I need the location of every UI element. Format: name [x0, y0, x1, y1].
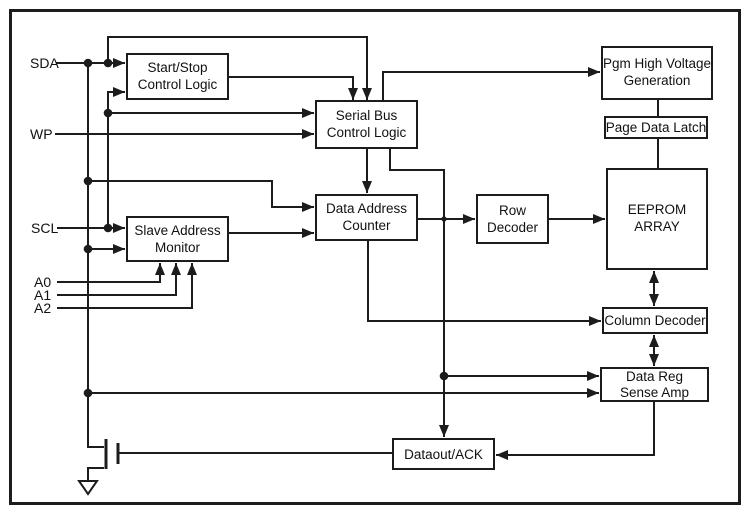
wire-a1-input [57, 263, 181, 296]
junction-dots [83, 58, 449, 398]
pin-label-a0: A0 [34, 274, 51, 290]
pin-labels: SDA WP SCL A0 A1 A2 [30, 55, 59, 316]
junction-scl-serial-branch [103, 108, 113, 118]
wire-transistor-source-to-ground [87, 467, 104, 481]
eeprom-array-label-line2: ARRAY [634, 219, 680, 234]
junction-scl-rail [103, 223, 113, 233]
junction-sda-data-address [83, 176, 93, 186]
pgm-high-voltage-box [601, 46, 713, 100]
wire-sda-bus-rail [87, 63, 104, 448]
wire-sda-branch-to-data-address [88, 180, 314, 212]
data-reg-label-line2: Sense Amp [620, 385, 689, 400]
start-stop-control-logic-box [126, 53, 229, 100]
pgm-high-voltage-label-line2: Generation [624, 73, 691, 88]
junction-serial-datareg [439, 371, 449, 381]
data-reg-label-line1: Data Reg [626, 369, 683, 384]
wire-a0-input [57, 263, 165, 283]
page-data-latch-box [604, 116, 708, 139]
output-transistor [77, 439, 120, 496]
junction-sda-riser [103, 58, 113, 68]
wire-serial-bus-to-dataout [389, 148, 449, 437]
junction-row-decoder-line [441, 216, 447, 222]
row-decoder-box [476, 194, 549, 244]
slave-address-monitor-box [126, 216, 229, 262]
wire-scl-riser-to-startstop [107, 87, 125, 228]
junction-sda-rail [83, 58, 93, 68]
pin-label-scl: SCL [31, 220, 58, 236]
wire-serial-bus-to-pgm-hv [382, 67, 600, 101]
ground-symbol [77, 480, 99, 496]
dataout-ack-label: Dataout/ACK [404, 447, 483, 462]
slave-address-label-line1: Slave Address [134, 223, 221, 238]
junction-sda-datareg [83, 388, 93, 398]
pgm-high-voltage-label-line1: Pgm High Voltage [603, 56, 711, 71]
column-decoder-box [602, 307, 708, 334]
serial-bus-label-line2: Control Logic [327, 125, 407, 140]
serial-bus-label-line1: Serial Bus [336, 108, 398, 123]
junction-sda-slave-monitor [83, 244, 93, 254]
wire-startstop-to-serial-bus [228, 76, 358, 100]
diagram-border [9, 9, 741, 505]
wires [55, 36, 659, 481]
start-stop-label-line2: Control Logic [138, 77, 218, 92]
wire-data-address-to-column-decoder [367, 240, 601, 326]
row-decoder-label-line1: Row [499, 203, 526, 218]
slave-address-label-line2: Monitor [155, 240, 201, 255]
data-address-counter-box [315, 194, 418, 241]
wire-sda-riser-to-serial-bus [107, 36, 372, 100]
wire-a2-input [57, 263, 197, 309]
pin-label-sda: SDA [30, 55, 59, 71]
wire-datareg-to-dataout [496, 401, 655, 460]
eeprom-array-label-line1: EEPROM [628, 202, 687, 217]
serial-bus-control-logic-box [315, 100, 418, 149]
start-stop-label-line1: Start/Stop [147, 60, 207, 75]
column-decoder-label: Column Decoder [604, 313, 706, 328]
dataout-ack-box [392, 438, 495, 470]
blocks [126, 46, 713, 470]
block-labels: Start/Stop Control Logic Serial Bus Cont… [134, 56, 711, 462]
pin-label-a1: A1 [34, 287, 51, 303]
data-address-label-line1: Data Address [326, 201, 407, 216]
page-data-latch-label: Page Data Latch [606, 120, 707, 135]
row-decoder-label-line2: Decoder [487, 220, 539, 235]
pin-label-a2: A2 [34, 300, 51, 316]
eeprom-array-box [606, 168, 708, 270]
data-address-label-line2: Counter [342, 218, 391, 233]
pin-label-wp: WP [30, 126, 53, 142]
data-reg-sense-amp-box [600, 367, 709, 402]
